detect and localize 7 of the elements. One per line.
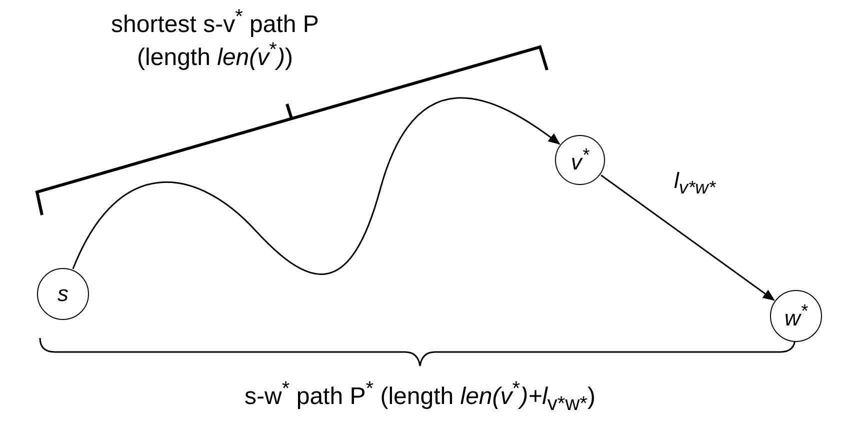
node-circle: v$^{*}$: [555, 135, 605, 185]
bracket-caption: shortest s-v$^{*}$ path P (length len(v$^{*}$)): [110, 6, 320, 72]
arrow: [600, 174, 775, 301]
arrow: [72, 97, 560, 275]
bracket-caption: s-w$^{*}$ path P$^{*}$ (length len(v$^{*}$)+l$_{v*w*}$): [244, 378, 596, 416]
node-circle: w$^{*}$: [770, 290, 822, 342]
node-circle: s: [37, 268, 89, 320]
